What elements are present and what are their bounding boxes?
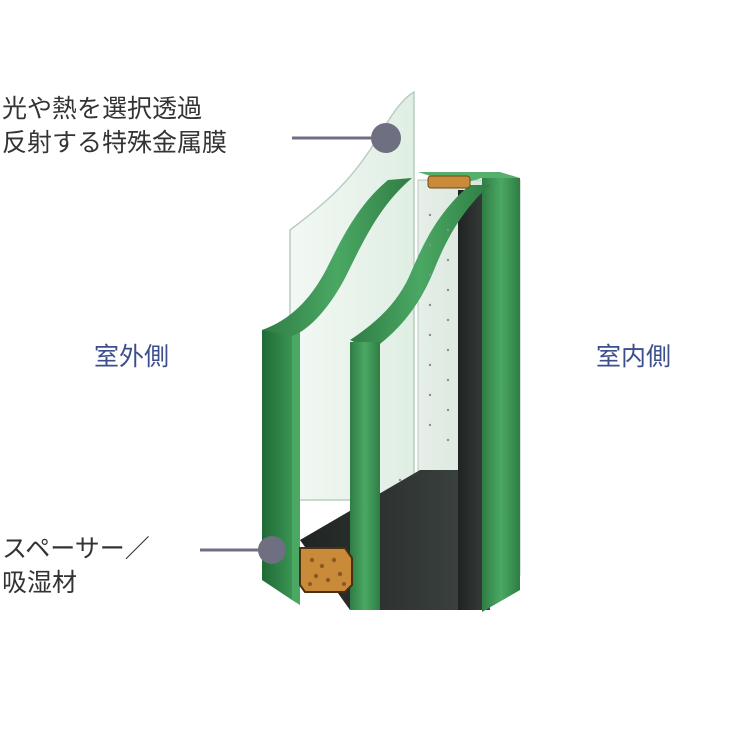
coating-label: 光や熱を選択透過 反射する特殊金属膜 bbox=[2, 92, 227, 160]
spacer-label: スペーサー／ 吸湿材 bbox=[2, 532, 150, 600]
spacer-label-line-1: スペーサー／ bbox=[2, 534, 150, 563]
spacer-label-line-2: 吸湿材 bbox=[2, 567, 78, 597]
desiccant-top bbox=[427, 175, 471, 189]
outer-pane-edge-front bbox=[292, 330, 300, 605]
inner-pane-edge bbox=[482, 178, 520, 612]
coating-label-line-1: 光や熱を選択透過 bbox=[2, 94, 203, 123]
middle-pane-edge bbox=[350, 342, 380, 610]
coating-callout-dot bbox=[371, 123, 401, 153]
spacer-callout-dot bbox=[258, 536, 286, 564]
outdoor-side-label: 室外側 bbox=[94, 342, 170, 371]
spacer-perforations bbox=[358, 213, 450, 522]
outer-pane-edge bbox=[262, 330, 292, 600]
inner-pane-wave bbox=[350, 185, 490, 350]
outer-pane-wave bbox=[262, 178, 412, 336]
desiccant-grains bbox=[308, 557, 346, 586]
coating-label-line-2: 反射する特殊金属膜 bbox=[2, 127, 228, 157]
indoor-side-label: 室内側 bbox=[596, 342, 672, 371]
